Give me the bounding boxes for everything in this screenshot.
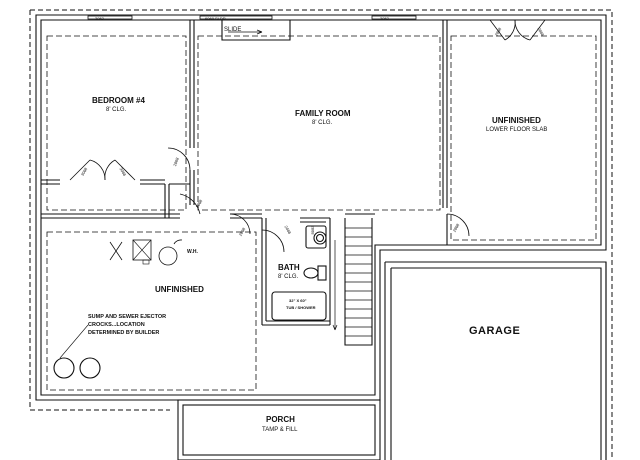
porch-inner [182, 404, 376, 456]
stair-outline [344, 218, 373, 346]
furnace-small [142, 259, 150, 265]
sump-leader [59, 324, 89, 359]
wall-bath-bottom [262, 320, 330, 326]
wall-bath-left [261, 218, 267, 325]
window-label-left: 3052 [95, 16, 104, 21]
garage-name: GARAGE [469, 325, 521, 337]
garage-wall [385, 261, 607, 460]
door-unfinished-right [446, 213, 470, 237]
bedroom-name: BEDROOM #4 [92, 96, 145, 105]
porch-name: PORCH [266, 415, 295, 424]
x-mark [109, 241, 123, 261]
stair-arrow [332, 240, 338, 331]
window-label-slider: 6068 SLDR [205, 16, 226, 21]
slide-frame [221, 20, 291, 41]
bath-door-label: 2868 [310, 225, 316, 235]
window-label-right: 3052 [380, 16, 389, 21]
wall-mid-right [230, 213, 262, 219]
sump-crock-2 [79, 357, 101, 379]
dash-family [197, 35, 441, 211]
garage-wall-inner [391, 267, 602, 460]
wall-family-unfinished [442, 20, 448, 208]
water-heater-pipe [173, 239, 183, 245]
wall-mid-horizontal [41, 213, 180, 219]
tub-type: TUB / SHOWER [286, 305, 316, 310]
bath-ceiling: 8' CLG. [278, 274, 299, 280]
furnace-x [132, 239, 152, 261]
door-bedroom [167, 147, 191, 171]
wall-unfinished-family [345, 213, 448, 245]
wall-bedroom-bottom [41, 179, 165, 185]
outer-boundary-left [29, 10, 170, 411]
slide-label: SLIDE [224, 27, 242, 33]
door-garage-right [514, 19, 546, 41]
sump-note: SUMP AND SEWER EJECTOR CROCKS...LOCATION… [88, 314, 166, 338]
water-heater [158, 246, 178, 266]
furnace [132, 239, 152, 261]
porch-outline [177, 399, 381, 460]
sump-note-line-1: SUMP AND SEWER EJECTOR [88, 314, 167, 320]
family-room-ceiling: 8' CLG. [312, 120, 333, 126]
bedroom-ceiling: 8' CLG. [106, 107, 127, 113]
door-hall-mid [229, 213, 251, 235]
tub-size: 32" X 60" [289, 298, 307, 303]
porch-note: TAMP & FILL [262, 427, 298, 433]
sink-inner [315, 233, 325, 243]
toilet-bowl [303, 267, 319, 279]
unfinished-lower-name: UNFINISHED [155, 285, 204, 294]
door-garage-left [489, 19, 516, 41]
door-hall-bath [261, 229, 285, 253]
sump-crock-1 [53, 357, 75, 379]
unfinished-upper-name: UNFINISHED [492, 116, 541, 125]
sump-note-line-2: CROCKS...LOCATION [88, 321, 145, 328]
tub [271, 291, 327, 321]
stair-treads [345, 227, 372, 337]
wall-bath-top [300, 217, 330, 223]
dash-bedroom [46, 35, 187, 211]
bath-name: BATH [278, 263, 300, 272]
dash-unfinished-upper [450, 35, 597, 241]
door-closet-right [104, 159, 136, 181]
unfinished-upper-note: LOWER FLOOR SLAB [486, 127, 548, 133]
exterior-wall-inner [40, 19, 602, 396]
wall-closet [164, 183, 190, 218]
window-left [87, 15, 133, 20]
outer-boundary [30, 9, 613, 460]
dash-unfinished-lower [46, 231, 257, 391]
wall-bedroom-family [189, 20, 195, 148]
sink [313, 231, 327, 245]
window-right [371, 15, 417, 20]
family-room-name: FAMILY ROOM [295, 109, 351, 118]
slide-arrow [228, 29, 263, 35]
water-heater-label: W.H. [187, 249, 198, 255]
sump-note-line-3: DETERMINED BY BUILDER [88, 329, 160, 336]
window-slider [199, 15, 273, 20]
wall-bedroom-family-low [189, 170, 195, 205]
door-hall-left [179, 193, 201, 215]
toilet-tank [317, 265, 327, 281]
exterior-wall [35, 14, 607, 401]
